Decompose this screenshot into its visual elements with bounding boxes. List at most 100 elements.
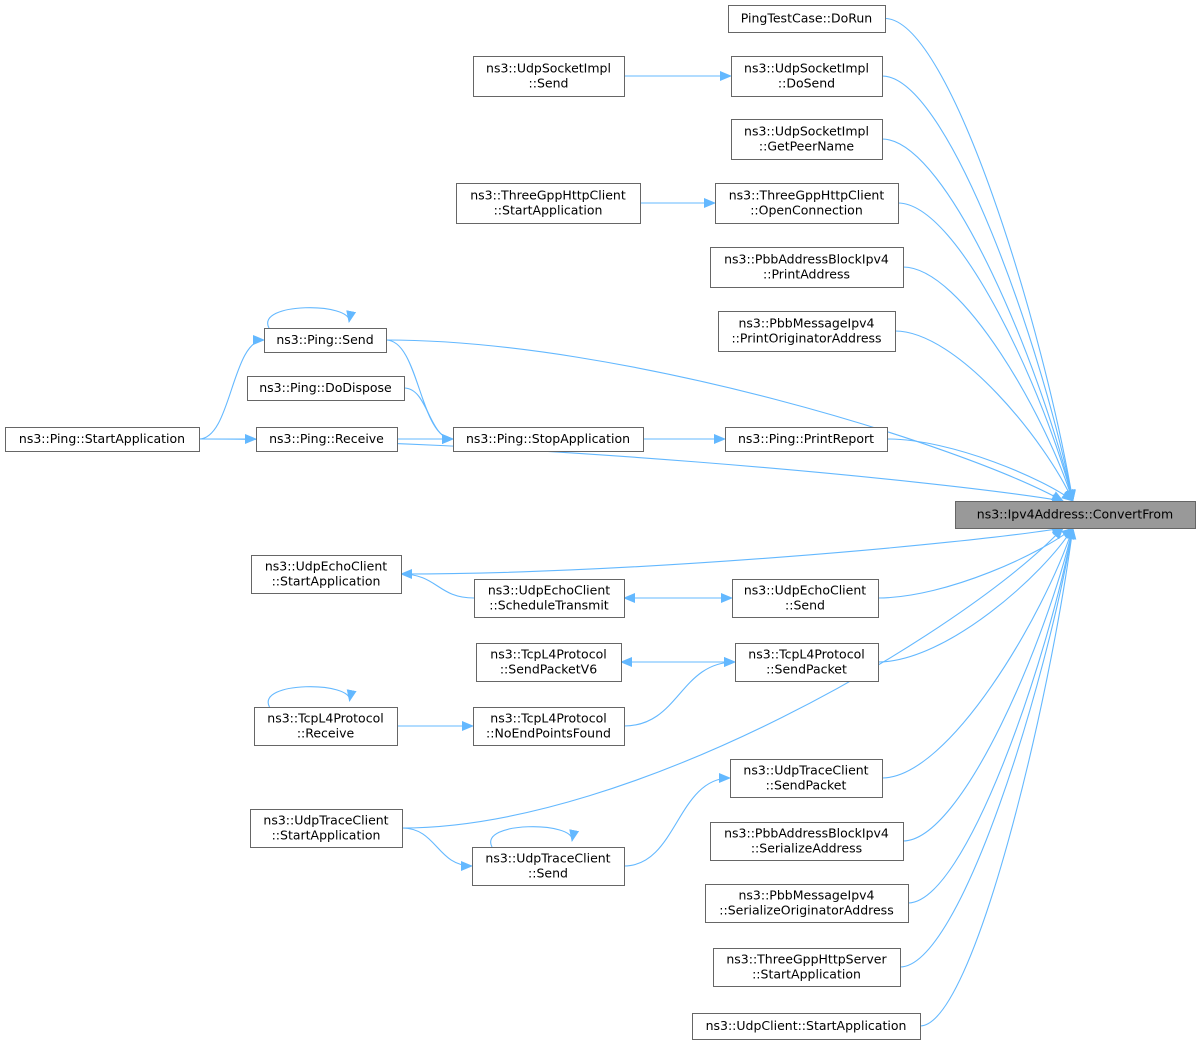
node-label: ::NoEndPointsFound xyxy=(486,726,611,741)
target-function-node[interactable]: ns3::Ipv4Address::ConvertFrom xyxy=(955,501,1196,529)
node-label: ::StartApplication xyxy=(272,828,381,843)
node-box xyxy=(728,5,886,33)
node-label: ns3::TcpL4Protocol xyxy=(490,711,606,726)
call-edge xyxy=(894,330,1074,502)
caller-function-node[interactable]: ns3::Ping::DoDispose xyxy=(247,376,405,401)
node-label: ::Receive xyxy=(297,726,355,741)
node-box xyxy=(474,579,625,618)
node-box xyxy=(725,427,888,452)
node-label: ns3::UdpEchoClient xyxy=(488,583,610,598)
call-edge xyxy=(877,527,1074,663)
caller-function-node[interactable]: ns3::UdpClient::StartApplication xyxy=(692,1013,921,1040)
node-label: ns3::Ping::StopApplication xyxy=(466,431,630,446)
caller-function-node[interactable]: ns3::UdpEchoClient::ScheduleTransmit xyxy=(474,579,625,618)
node-label: ns3::PbbAddressBlockIpv4 xyxy=(724,252,889,267)
node-label: ::GetPeerName xyxy=(759,139,855,154)
caller-function-node[interactable]: ns3::Ping::Send xyxy=(264,328,387,353)
caller-function-node[interactable]: ns3::Ping::StartApplication xyxy=(5,427,200,452)
call-edge xyxy=(401,527,1064,829)
node-label: ::DoSend xyxy=(778,76,835,91)
caller-function-node[interactable]: ns3::UdpEchoClient::Send xyxy=(732,579,879,618)
node-box xyxy=(250,809,403,848)
node-label: ns3::UdpTraceClient xyxy=(263,813,388,828)
node-label: ns3::ThreeGppHttpClient xyxy=(729,188,885,203)
call-edge xyxy=(400,524,1064,575)
call-edge xyxy=(881,138,1076,502)
node-box xyxy=(731,56,883,97)
edges xyxy=(198,17,1077,1027)
caller-function-node[interactable]: ns3::TcpL4Protocol::SendPacketV6 xyxy=(476,643,622,682)
call-edge xyxy=(401,827,473,871)
caller-function-node[interactable]: ns3::UdpSocketImpl::DoSend xyxy=(731,56,883,97)
node-label: ns3::UdpTraceClient xyxy=(485,851,610,866)
node-label: ::Send xyxy=(529,76,569,91)
call-edge xyxy=(881,527,1075,779)
caller-function-node[interactable]: ns3::ThreeGppHttpClient::StartApplicatio… xyxy=(456,183,641,224)
call-edge xyxy=(490,826,580,848)
caller-function-node[interactable]: ns3::PbbAddressBlockIpv4::SerializeAddre… xyxy=(710,822,904,861)
node-box xyxy=(254,707,398,746)
caller-function-node[interactable]: ns3::TcpL4Protocol::SendPacket xyxy=(735,643,879,682)
node-box xyxy=(732,579,879,618)
node-box xyxy=(692,1013,921,1040)
node-label: ::StartApplication xyxy=(272,574,381,589)
node-label: PingTestCase::DoRun xyxy=(741,11,872,26)
node-label: ns3::Ping::DoDispose xyxy=(259,380,392,395)
caller-function-node[interactable]: ns3::ThreeGppHttpClient::OpenConnection xyxy=(715,183,899,224)
node-label: ns3::UdpClient::StartApplication xyxy=(706,1018,907,1033)
call-edge xyxy=(907,527,1076,904)
node-box xyxy=(473,707,625,746)
caller-function-node[interactable]: ns3::Ping::Receive xyxy=(256,427,398,452)
node-label: ns3::ThreeGppHttpClient xyxy=(470,188,626,203)
node-box xyxy=(713,948,901,987)
node-label: ns3::UdpSocketImpl xyxy=(744,124,869,139)
node-label: ns3::UdpEchoClient xyxy=(265,559,387,574)
node-label: ns3::Ping::Receive xyxy=(269,431,384,446)
call-edge xyxy=(877,527,1074,599)
caller-function-node[interactable]: ns3::UdpTraceClient::Send xyxy=(472,847,625,886)
node-label: ns3::UdpEchoClient xyxy=(744,583,866,598)
call-edge xyxy=(902,527,1076,842)
node-box xyxy=(456,183,641,224)
caller-function-node[interactable]: ns3::ThreeGppHttpServer::StartApplicatio… xyxy=(713,948,901,987)
caller-function-node[interactable]: ns3::TcpL4Protocol::Receive xyxy=(254,707,398,746)
call-edge xyxy=(267,686,357,708)
caller-function-node[interactable]: ns3::Ping::PrintReport xyxy=(725,427,888,452)
node-box xyxy=(731,119,883,160)
call-edge xyxy=(400,569,475,599)
caller-function-node[interactable]: PingTestCase::DoRun xyxy=(728,5,886,33)
node-label: ::SendPacket xyxy=(766,662,847,677)
node-box xyxy=(473,56,625,97)
caller-function-node[interactable]: ns3::UdpTraceClient::SendPacket xyxy=(730,759,883,798)
node-label: ns3::ThreeGppHttpServer xyxy=(726,952,887,967)
node-box xyxy=(705,884,909,923)
call-edge xyxy=(897,202,1075,502)
node-label: ::SerializeAddress xyxy=(751,841,862,856)
call-edge xyxy=(267,307,357,329)
node-box xyxy=(476,643,622,682)
node-label: ::StartApplication xyxy=(752,967,861,982)
caller-function-node[interactable]: ns3::UdpSocketImpl::GetPeerName xyxy=(731,119,883,160)
caller-function-node[interactable]: ns3::PbbAddressBlockIpv4::PrintAddress xyxy=(710,247,904,288)
caller-function-node[interactable]: ns3::PbbMessageIpv4::SerializeOriginator… xyxy=(705,884,909,923)
caller-function-node[interactable]: ns3::UdpEchoClient::StartApplication xyxy=(251,555,402,594)
node-label: ns3::UdpTraceClient xyxy=(743,763,868,778)
node-label: ::OpenConnection xyxy=(750,203,863,218)
node-box xyxy=(453,427,644,452)
node-label: ::SendPacket xyxy=(766,778,847,793)
node-label: ns3::Ping::Send xyxy=(276,332,373,347)
caller-function-node[interactable]: ns3::UdpSocketImpl::Send xyxy=(473,56,625,97)
caller-function-node[interactable]: ns3::PbbMessageIpv4::PrintOriginatorAddr… xyxy=(718,311,896,352)
call-edge xyxy=(899,527,1076,968)
call-edge xyxy=(919,527,1077,1027)
call-edge xyxy=(385,339,1064,502)
node-box xyxy=(718,311,896,352)
caller-function-node[interactable]: ns3::Ping::StopApplication xyxy=(453,427,644,452)
nodes: ns3::Ipv4Address::ConvertFrom PingTestCas… xyxy=(5,5,1196,1040)
node-label: ns3::TcpL4Protocol xyxy=(748,647,864,662)
node-label: ns3::UdpSocketImpl xyxy=(486,61,611,76)
caller-function-node[interactable]: ns3::TcpL4Protocol::NoEndPointsFound xyxy=(473,707,625,746)
node-label: ns3::UdpSocketImpl xyxy=(744,61,869,76)
caller-function-node[interactable]: ns3::UdpTraceClient::StartApplication xyxy=(250,809,403,848)
